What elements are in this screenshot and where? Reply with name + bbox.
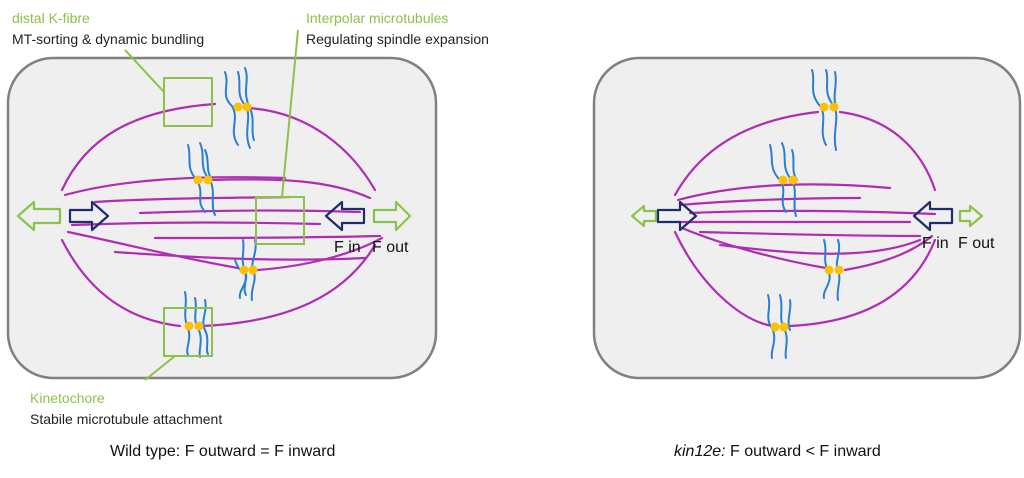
caption-wild-type-prefix: Wild type:	[110, 443, 181, 460]
kinetochore-title: Kinetochore	[30, 390, 105, 406]
arrow-in-left	[656, 200, 698, 232]
interpolar-description: Regulating spindle expansion	[306, 31, 489, 47]
force-arrows	[16, 200, 412, 232]
arrow-in-left	[68, 200, 110, 232]
force-in-label-wild-type: F in	[334, 239, 361, 256]
arrow-out-right	[372, 200, 412, 232]
interpolar-title: Interpolar microtubules	[306, 10, 449, 26]
arrow-in-right	[912, 200, 954, 232]
caption-kin12e: kin12e: F outward < F inward	[674, 444, 881, 460]
force-in-label-kin12e: F in	[922, 235, 949, 252]
kinetochores	[770, 102, 844, 332]
panel-kin12e	[592, 56, 1022, 380]
force-arrows	[630, 200, 984, 232]
arrow-in-right	[324, 200, 366, 232]
kinetochores	[184, 102, 258, 331]
caption-wild-type: Wild type: F outward = F inward	[110, 444, 335, 460]
arrow-out-left	[16, 200, 62, 232]
caption-wild-type-suffix: F outward = F inward	[180, 443, 336, 460]
force-out-label-wild-type: F out	[372, 239, 409, 256]
distal-kfibre-description: MT-sorting & dynamic bundling	[12, 31, 205, 47]
kinetochore-description: Stabile microtubule attachment	[30, 411, 223, 427]
caption-kin12e-suffix: F outward < F inward	[725, 443, 881, 460]
spindle-microtubules	[673, 110, 937, 328]
force-out-label-kin12e: F out	[958, 235, 995, 252]
panel-wild-type	[6, 29, 438, 381]
caption-kin12e-prefix: kin12e:	[674, 443, 726, 460]
arrow-out-left	[630, 204, 658, 228]
cell-outline	[6, 56, 438, 380]
spindle-microtubules	[60, 102, 384, 328]
cell-outline	[592, 56, 1022, 380]
distal-kfibre-title: distal K-fibre	[12, 10, 90, 26]
callout-boxes	[124, 29, 305, 381]
arrow-out-right	[958, 204, 984, 228]
